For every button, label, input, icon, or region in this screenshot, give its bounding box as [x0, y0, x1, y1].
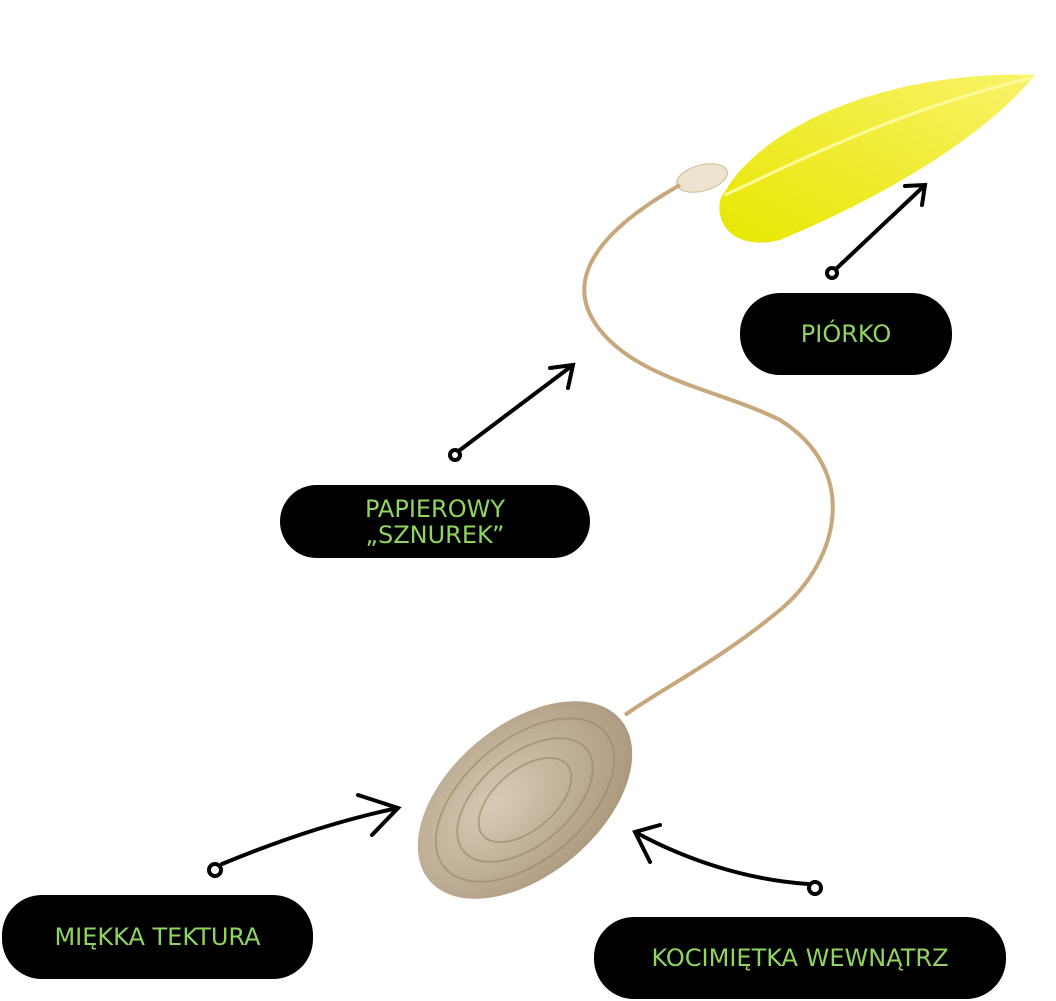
label-cardboard-text: MIĘKKA TEKTURA	[54, 923, 261, 951]
label-paper-string: PAPIEROWY „SZNUREK”	[280, 485, 590, 558]
label-catnip-text: KOCIMIĘTKA WEWNĄTRZ	[651, 944, 949, 972]
label-string-line2: „SZNUREK”	[365, 520, 505, 549]
arrow-string-icon	[448, 362, 576, 462]
feather-image	[719, 74, 1035, 243]
paper-string-image	[582, 183, 835, 717]
label-feather: PIÓRKO	[740, 293, 952, 375]
label-string-line1: PAPIEROWY	[364, 494, 506, 523]
arrow-catnip-icon	[632, 823, 823, 896]
bead-image	[676, 163, 728, 193]
arrows	[207, 182, 928, 896]
arrow-feather-icon	[825, 182, 928, 280]
label-feather-text: PIÓRKO	[800, 320, 892, 348]
label-catnip: KOCIMIĘTKA WEWNĄTRZ	[594, 917, 1006, 999]
label-cardboard: MIĘKKA TEKTURA	[2, 895, 313, 979]
cardboard-body-image	[417, 701, 633, 899]
arrow-cardboard-icon	[207, 793, 402, 878]
